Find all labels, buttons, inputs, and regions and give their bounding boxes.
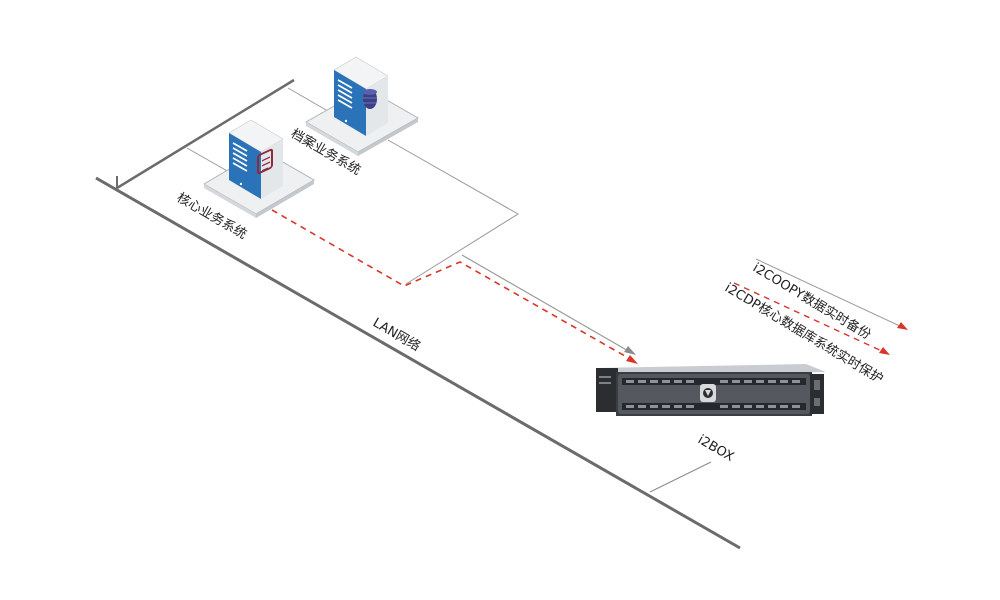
core-server-icon bbox=[203, 119, 315, 218]
copy-flow-arrowhead bbox=[624, 346, 636, 355]
appliance-label: i2BOX bbox=[695, 432, 736, 464]
appliance-drop-line bbox=[649, 461, 712, 493]
copy-flow-line-2 bbox=[461, 254, 631, 353]
archive-server-icon bbox=[304, 56, 420, 156]
cdp-legend-arrow bbox=[733, 282, 885, 353]
lan-branch-line bbox=[116, 78, 295, 190]
cdp-flow-arrowhead bbox=[626, 355, 638, 364]
lan-label: LAN网络 bbox=[370, 315, 423, 355]
cdp-flow-line bbox=[271, 209, 633, 361]
rack-server-icon bbox=[596, 364, 826, 416]
lan-backbone-line bbox=[95, 176, 741, 550]
copy-flow-line bbox=[387, 139, 519, 285]
core-connector bbox=[186, 147, 230, 173]
cdp-legend-arrowhead bbox=[879, 347, 890, 355]
copy-legend-arrowhead bbox=[897, 322, 908, 330]
copy-legend-arrow bbox=[755, 258, 903, 328]
